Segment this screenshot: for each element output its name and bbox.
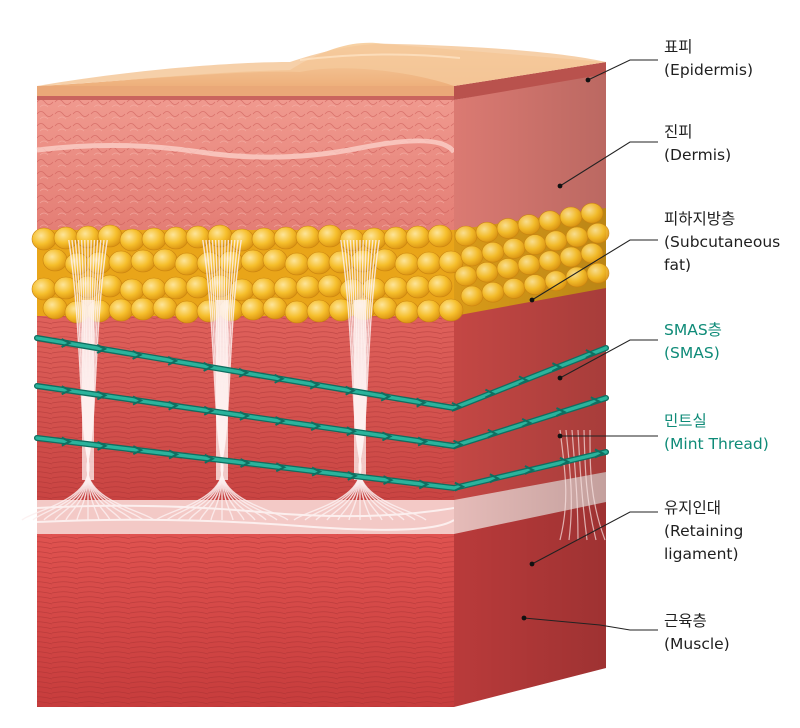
leader-epidermis xyxy=(587,59,658,81)
fat-globules xyxy=(31,202,610,324)
front-face xyxy=(36,86,457,707)
leader-lines xyxy=(523,59,658,631)
label-fat-en: (Subcutaneous xyxy=(664,233,781,251)
leader-muscle xyxy=(523,617,658,631)
label-mint-en: (Mint Thread) xyxy=(664,435,769,453)
label-mint-ko: 민트실 xyxy=(664,412,707,430)
leader-smas xyxy=(559,339,658,379)
mint-threads xyxy=(34,335,609,492)
label-smas-en: (SMAS) xyxy=(664,344,720,362)
label-subcutaneous-fat: 피하지방층 (Subcutaneous fat) xyxy=(664,208,780,277)
label-muscle-en: (Muscle) xyxy=(664,635,730,653)
label-epidermis-ko: 표피 xyxy=(664,38,693,56)
label-epidermis-en: (Epidermis) xyxy=(664,61,753,79)
label-dermis: 진피 (Dermis) xyxy=(664,121,731,167)
label-fat-en2: fat) xyxy=(664,256,692,274)
label-epidermis: 표피 (Epidermis) xyxy=(664,36,753,82)
label-smas: SMAS층 (SMAS) xyxy=(664,319,722,365)
label-muscle: 근육층 (Muscle) xyxy=(664,610,730,656)
label-smas-ko: SMAS층 xyxy=(664,321,722,339)
label-ligament-en2: ligament) xyxy=(664,545,739,563)
label-dermis-ko: 진피 xyxy=(664,123,693,141)
label-retaining-ligament: 유지인대 (Retaining ligament) xyxy=(664,497,743,566)
label-mint-thread: 민트실 (Mint Thread) xyxy=(664,410,769,456)
label-ligament-ko: 유지인대 xyxy=(664,499,722,517)
label-dermis-en: (Dermis) xyxy=(664,146,732,164)
label-ligament-en: (Retaining xyxy=(664,522,744,540)
leader-subcutaneous-fat xyxy=(531,239,658,301)
side-face xyxy=(454,62,606,707)
label-fat-ko: 피하지방층 xyxy=(664,210,736,228)
leader-retaining-ligament xyxy=(531,511,658,565)
leader-dermis xyxy=(559,141,658,187)
label-muscle-ko: 근육층 xyxy=(664,612,707,630)
